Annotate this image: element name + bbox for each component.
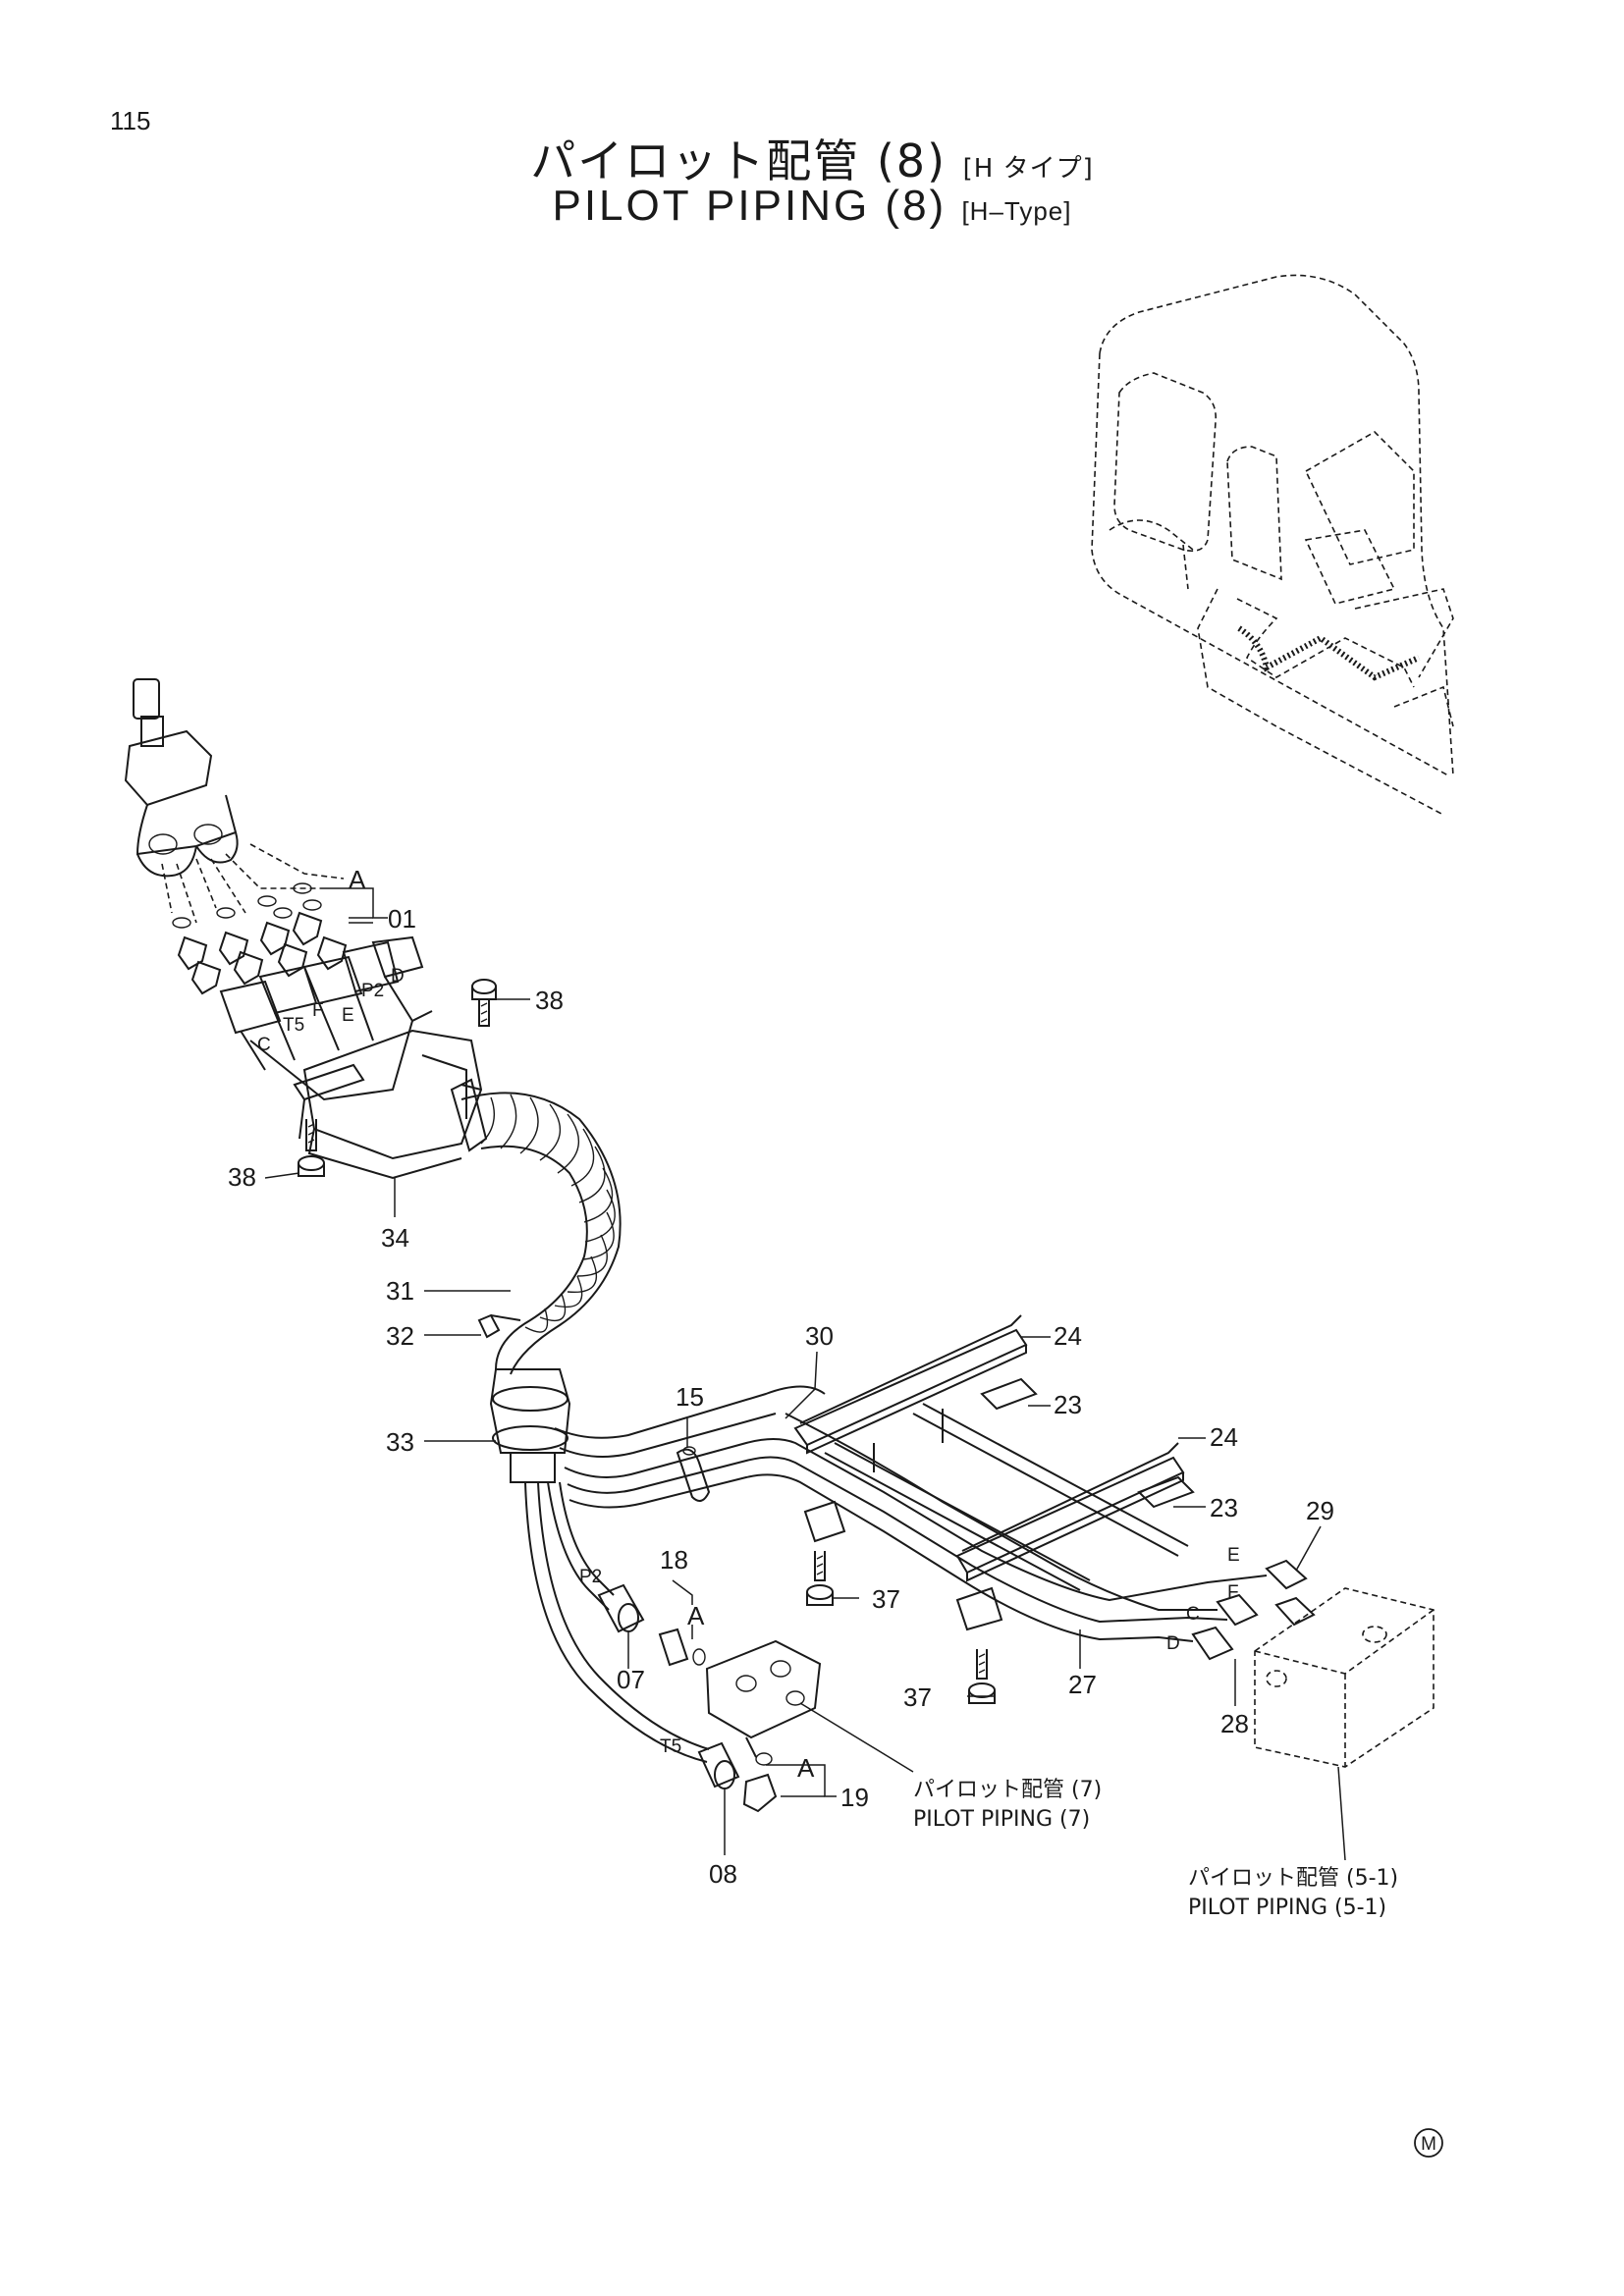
adaptor-group-01	[172, 882, 348, 995]
clamp-33	[489, 1368, 571, 1483]
callout-15: 15	[676, 1382, 704, 1412]
revision-mark: M	[1414, 2128, 1443, 2158]
port-labels: C T5 F E P2 D P2 T5 E F C D	[257, 966, 1240, 1757]
hose-bundle-right	[554, 1385, 1268, 1642]
pilot-valve-assembly	[124, 678, 345, 924]
port-label-c-right: C	[1186, 1604, 1200, 1625]
tie-32	[477, 1313, 521, 1339]
callout-33: 33	[386, 1427, 414, 1457]
group-mark-a-bottom: A	[797, 1753, 815, 1783]
title-english-type: [H–Type]	[961, 196, 1072, 226]
callout-37-upper: 37	[872, 1584, 900, 1614]
bolt-38-upper	[471, 979, 497, 1027]
callout-labels: 01 07 08 15 18 19 23 23 24 24 27 28 29 3…	[228, 904, 1334, 1889]
reference-pilot-piping-5-1-jp: パイロット配管 (5-1)	[1188, 1866, 1398, 1891]
group-mark-a-top: A	[349, 865, 366, 894]
revision-mark-letter: M	[1421, 2134, 1436, 2155]
port-label-e-top: E	[342, 1005, 354, 1026]
adaptor-18	[658, 1628, 706, 1667]
group-marks: A A A	[349, 865, 815, 1783]
callout-24-upper: 24	[1054, 1321, 1082, 1351]
callout-32: 32	[386, 1321, 414, 1351]
title-japanese: パイロット配管 (8) [H タイプ]	[0, 126, 1624, 190]
fitting-08	[697, 1741, 740, 1789]
callout-38-upper: 38	[535, 986, 564, 1015]
callout-28: 28	[1220, 1709, 1249, 1738]
callout-24-lower: 24	[1210, 1422, 1238, 1452]
page-number: 115	[110, 106, 151, 135]
callout-29: 29	[1306, 1496, 1334, 1525]
reference-pilot-piping-7-jp: パイロット配管 (7)	[913, 1778, 1102, 1802]
callout-01: 01	[388, 904, 416, 934]
fitting-07	[597, 1583, 645, 1633]
support-frame	[793, 1314, 1195, 1631]
tie-band-15	[676, 1446, 711, 1502]
callout-31: 31	[386, 1276, 414, 1306]
callout-34: 34	[381, 1223, 409, 1253]
leader-lines	[264, 887, 1346, 1861]
hose-end-fittings-right	[1191, 1559, 1316, 1661]
cross-references: パイロット配管 (7) PILOT PIPING (7) パイロット配管 (5-…	[913, 1778, 1398, 1920]
callout-07: 07	[617, 1665, 645, 1694]
callout-38-lower: 38	[228, 1162, 256, 1192]
pilot-piping-5-1-box	[1254, 1587, 1435, 1768]
callout-18: 18	[660, 1545, 688, 1575]
port-label-p2-middle: P2	[579, 1567, 602, 1587]
hose-fittings-bundle	[219, 935, 433, 1101]
valve-block-pilot-7	[705, 1639, 822, 1758]
port-label-t5-middle: T5	[660, 1736, 681, 1757]
hose-bundle-lower	[524, 1481, 710, 1763]
callout-37-lower: 37	[903, 1682, 932, 1712]
callout-27: 27	[1068, 1670, 1097, 1699]
title-english: PILOT PIPING (8) [H–Type]	[0, 182, 1624, 231]
callout-30: 30	[805, 1321, 834, 1351]
port-label-e-right: E	[1227, 1545, 1240, 1566]
reference-pilot-piping-7-en: PILOT PIPING (7)	[913, 1807, 1090, 1832]
title-japanese-type: [H タイプ]	[962, 154, 1094, 184]
cab-inset-illustration	[1091, 274, 1454, 816]
port-label-d-top: D	[391, 966, 405, 987]
callout-23-lower: 23	[1210, 1493, 1238, 1522]
callout-19: 19	[840, 1783, 869, 1812]
corrugated-tube-31	[450, 1078, 622, 1375]
port-label-c-top: C	[257, 1035, 271, 1055]
bolt-37-lower	[968, 1649, 996, 1704]
bolt-37-upper	[806, 1551, 834, 1606]
port-label-d-right: D	[1166, 1633, 1180, 1654]
port-label-f-top: F	[312, 1000, 324, 1021]
callout-23-upper: 23	[1054, 1390, 1082, 1419]
port-label-f-right: F	[1227, 1582, 1239, 1603]
elbow-19	[742, 1752, 778, 1813]
title-japanese-main: パイロット配管 (8)	[530, 134, 947, 187]
title-english-main: PILOT PIPING (8)	[552, 182, 947, 230]
callout-08: 08	[709, 1859, 737, 1889]
bolt-38-lower	[298, 1119, 325, 1177]
group-mark-a-middle: A	[687, 1601, 705, 1630]
reference-pilot-piping-5-1-en: PILOT PIPING (5-1)	[1188, 1896, 1386, 1920]
port-label-p2-top: P2	[361, 981, 384, 1001]
port-label-t5-top: T5	[283, 1015, 304, 1036]
manifold-cover-34	[293, 1029, 483, 1180]
